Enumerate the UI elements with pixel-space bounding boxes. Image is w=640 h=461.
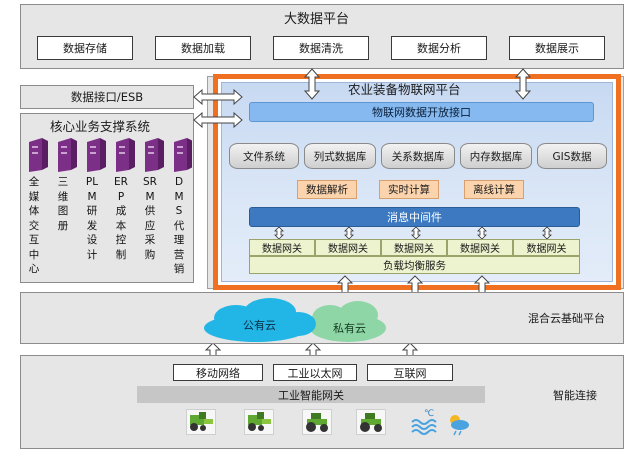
double-arrow-icon bbox=[274, 227, 284, 239]
private-cloud-label: 私有云 bbox=[333, 322, 366, 335]
tractor-icon bbox=[302, 409, 332, 435]
server-icon bbox=[116, 138, 135, 172]
big-data-item-storage: 数据存储 bbox=[37, 36, 133, 60]
middleware-gateway-arrows bbox=[274, 227, 552, 239]
data-interface-esb-label: 数据接口/ESB bbox=[70, 90, 144, 104]
temperature-label: ℃ bbox=[424, 409, 435, 419]
system-media-center: 全媒体交互中心 bbox=[28, 176, 40, 275]
double-arrow-icon bbox=[193, 111, 243, 129]
industrial-gateway-bar: 工业智能网关 bbox=[137, 386, 485, 403]
weather-icon bbox=[444, 410, 472, 436]
data-gateway-5: 数据网关 bbox=[513, 239, 580, 256]
storage-memory-db: 内存数据库 bbox=[460, 143, 532, 169]
water-icon: ℃ bbox=[410, 409, 438, 436]
smart-connect-title: 智能连接 bbox=[553, 389, 597, 402]
double-arrow-icon bbox=[344, 227, 354, 239]
system-srm: SRM供应采购 bbox=[143, 176, 157, 261]
storage-file-system: 文件系统 bbox=[229, 143, 299, 169]
compute-data-parsing: 数据解析 bbox=[297, 180, 357, 199]
system-3d-atlas: 三维图册 bbox=[57, 176, 69, 232]
storage-relational-db: 关系数据库 bbox=[381, 143, 455, 169]
iot-platform-title: 农业装备物联网平台 bbox=[348, 82, 461, 97]
system-plm: PLM研发设计 bbox=[85, 176, 99, 261]
data-interface-esb-box: 数据接口/ESB bbox=[20, 85, 194, 109]
double-arrow-icon bbox=[193, 88, 243, 106]
server-icon bbox=[145, 138, 164, 172]
big-data-item-analysis: 数据分析 bbox=[391, 36, 487, 60]
server-icon bbox=[58, 138, 77, 172]
network-internet: 互联网 bbox=[367, 364, 453, 381]
tractor-icon bbox=[356, 409, 386, 435]
cloud-shapes bbox=[204, 298, 386, 342]
data-gateway-1: 数据网关 bbox=[249, 239, 315, 256]
harvester-icon bbox=[244, 409, 274, 435]
double-arrow-icon bbox=[514, 68, 532, 100]
system-erp: ERP成本控制 bbox=[114, 176, 128, 261]
server-icon bbox=[174, 138, 192, 172]
compute-offline: 离线计算 bbox=[464, 180, 524, 199]
storage-gis-data: GIS数据 bbox=[537, 143, 607, 169]
server-icon bbox=[29, 138, 48, 172]
big-data-item-display: 数据展示 bbox=[509, 36, 605, 60]
network-mobile: 移动网络 bbox=[173, 364, 263, 381]
compute-realtime: 实时计算 bbox=[379, 180, 439, 199]
message-middleware-bar: 消息中间件 bbox=[249, 207, 580, 227]
data-gateway-4: 数据网关 bbox=[447, 239, 513, 256]
public-cloud-icon bbox=[204, 298, 316, 342]
load-balance-bar: 负载均衡服务 bbox=[249, 256, 580, 274]
core-business-title: 核心业务支撑系统 bbox=[50, 119, 151, 134]
harvester-icon bbox=[186, 409, 216, 435]
double-arrow-icon bbox=[542, 227, 552, 239]
private-cloud-icon bbox=[310, 301, 386, 342]
iot-open-interface-bar: 物联网数据开放接口 bbox=[249, 102, 594, 122]
storage-columnar-db: 列式数据库 bbox=[304, 143, 376, 169]
big-data-item-cleaning: 数据清洗 bbox=[273, 36, 369, 60]
data-gateway-2: 数据网关 bbox=[315, 239, 381, 256]
double-arrow-icon bbox=[411, 227, 421, 239]
data-gateway-3: 数据网关 bbox=[381, 239, 447, 256]
double-arrow-icon bbox=[303, 68, 321, 100]
core-business-panel bbox=[20, 113, 194, 283]
double-arrow-icon bbox=[477, 227, 487, 239]
hybrid-cloud-title: 混合云基础平台 bbox=[528, 312, 605, 325]
big-data-item-loading: 数据加载 bbox=[155, 36, 251, 60]
big-data-platform-title: 大数据平台 bbox=[284, 12, 350, 27]
system-dms: DMS代理营销 bbox=[173, 176, 185, 275]
industrial-gateway-label: 工业智能网关 bbox=[278, 388, 344, 402]
public-cloud-label: 公有云 bbox=[243, 319, 276, 332]
server-icons bbox=[29, 138, 192, 172]
server-icon bbox=[87, 138, 106, 172]
network-industrial-ethernet: 工业以太网 bbox=[273, 364, 357, 381]
